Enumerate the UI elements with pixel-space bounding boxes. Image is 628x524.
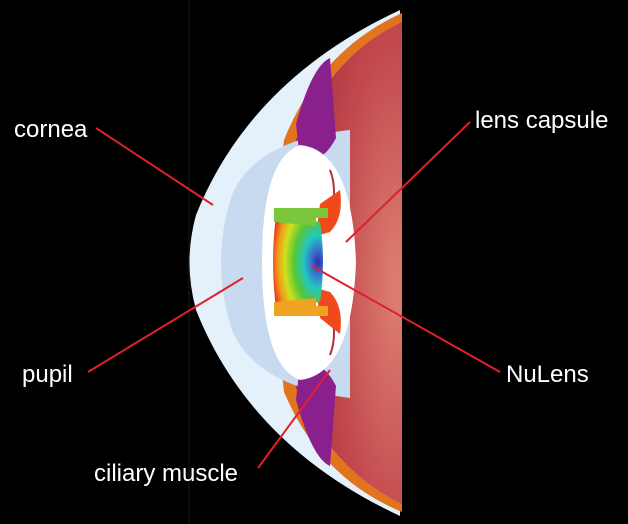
label-lens-capsule: lens capsule xyxy=(475,107,608,134)
label-pupil: pupil xyxy=(22,361,73,388)
label-cornea: cornea xyxy=(14,116,88,143)
label-ciliary-muscle: ciliary muscle xyxy=(94,460,238,487)
label-nulens: NuLens xyxy=(506,361,589,388)
nulens-optic xyxy=(273,216,323,308)
